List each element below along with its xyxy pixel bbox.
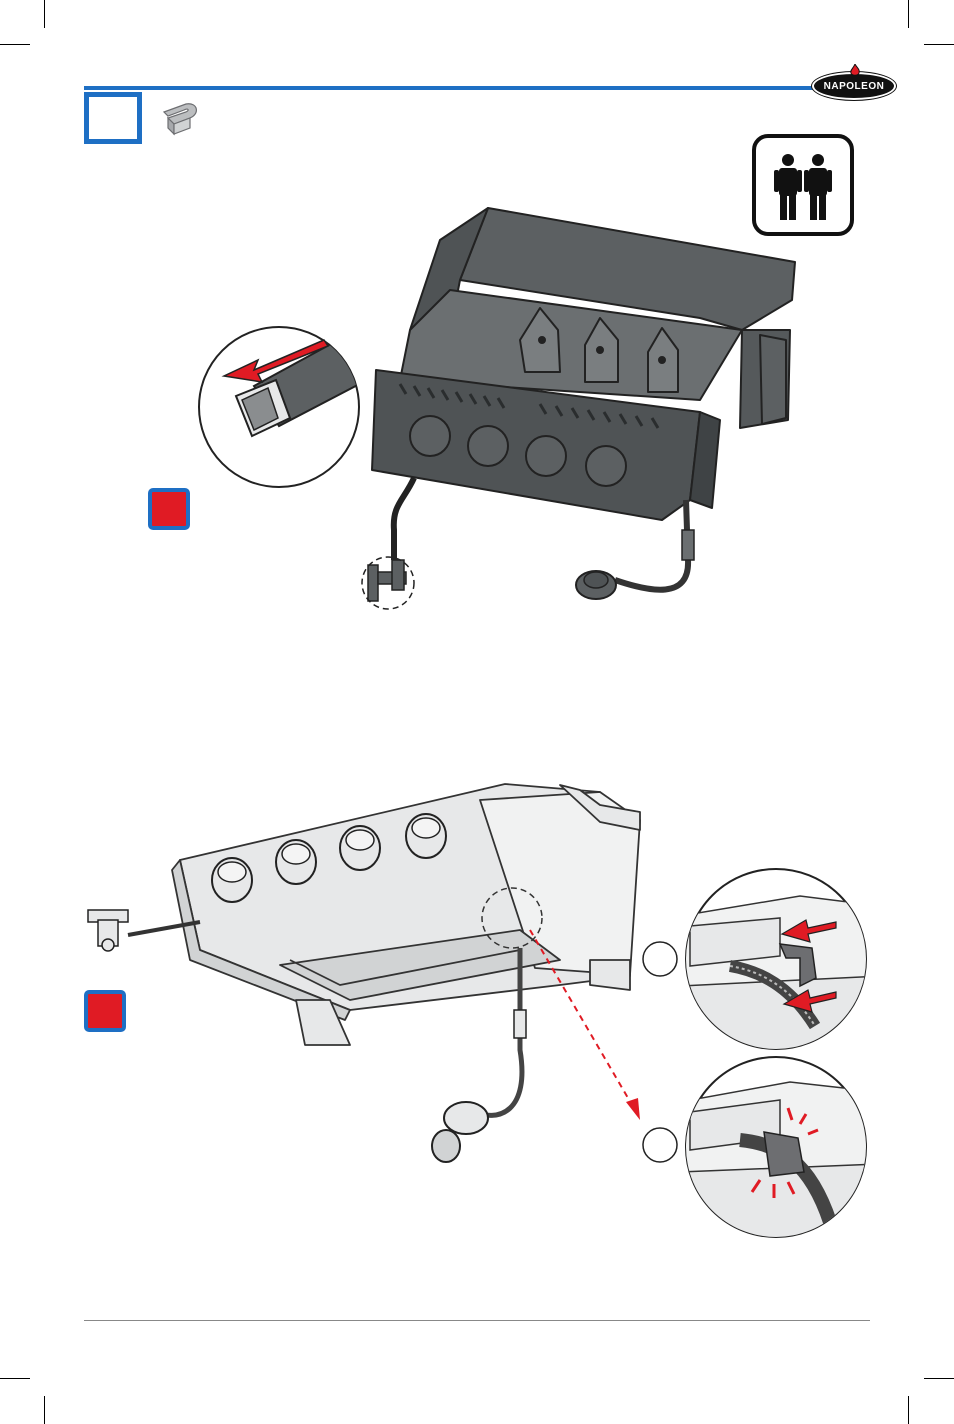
step-marker-red: [148, 488, 190, 530]
footer-rule: [84, 1320, 870, 1321]
two-persons-icon: [752, 134, 854, 236]
clip-insert-zoom-detail: [642, 868, 867, 1050]
hose-zoom-detail: [198, 326, 360, 488]
header-bar: [84, 86, 824, 90]
step-number-box: [84, 92, 142, 144]
step-marker-red: [84, 990, 126, 1032]
crop-mark: [924, 1378, 954, 1379]
clip-icon: [162, 103, 197, 136]
crop-mark: [0, 1378, 30, 1379]
grill-head-illustration: [361, 207, 796, 610]
grill-underside-illustration: [87, 783, 641, 1163]
crop-mark: [908, 0, 909, 28]
crop-mark: [44, 1396, 45, 1424]
crop-mark: [924, 44, 954, 45]
brand-logo: NAPOLEON: [812, 64, 896, 100]
flame-icon: [850, 64, 860, 76]
crop-mark: [0, 44, 30, 45]
clip-installed-zoom-detail: [642, 1056, 867, 1238]
crop-mark: [44, 0, 45, 28]
brand-logo-text: NAPOLEON: [823, 80, 885, 92]
crop-mark: [908, 1396, 909, 1424]
